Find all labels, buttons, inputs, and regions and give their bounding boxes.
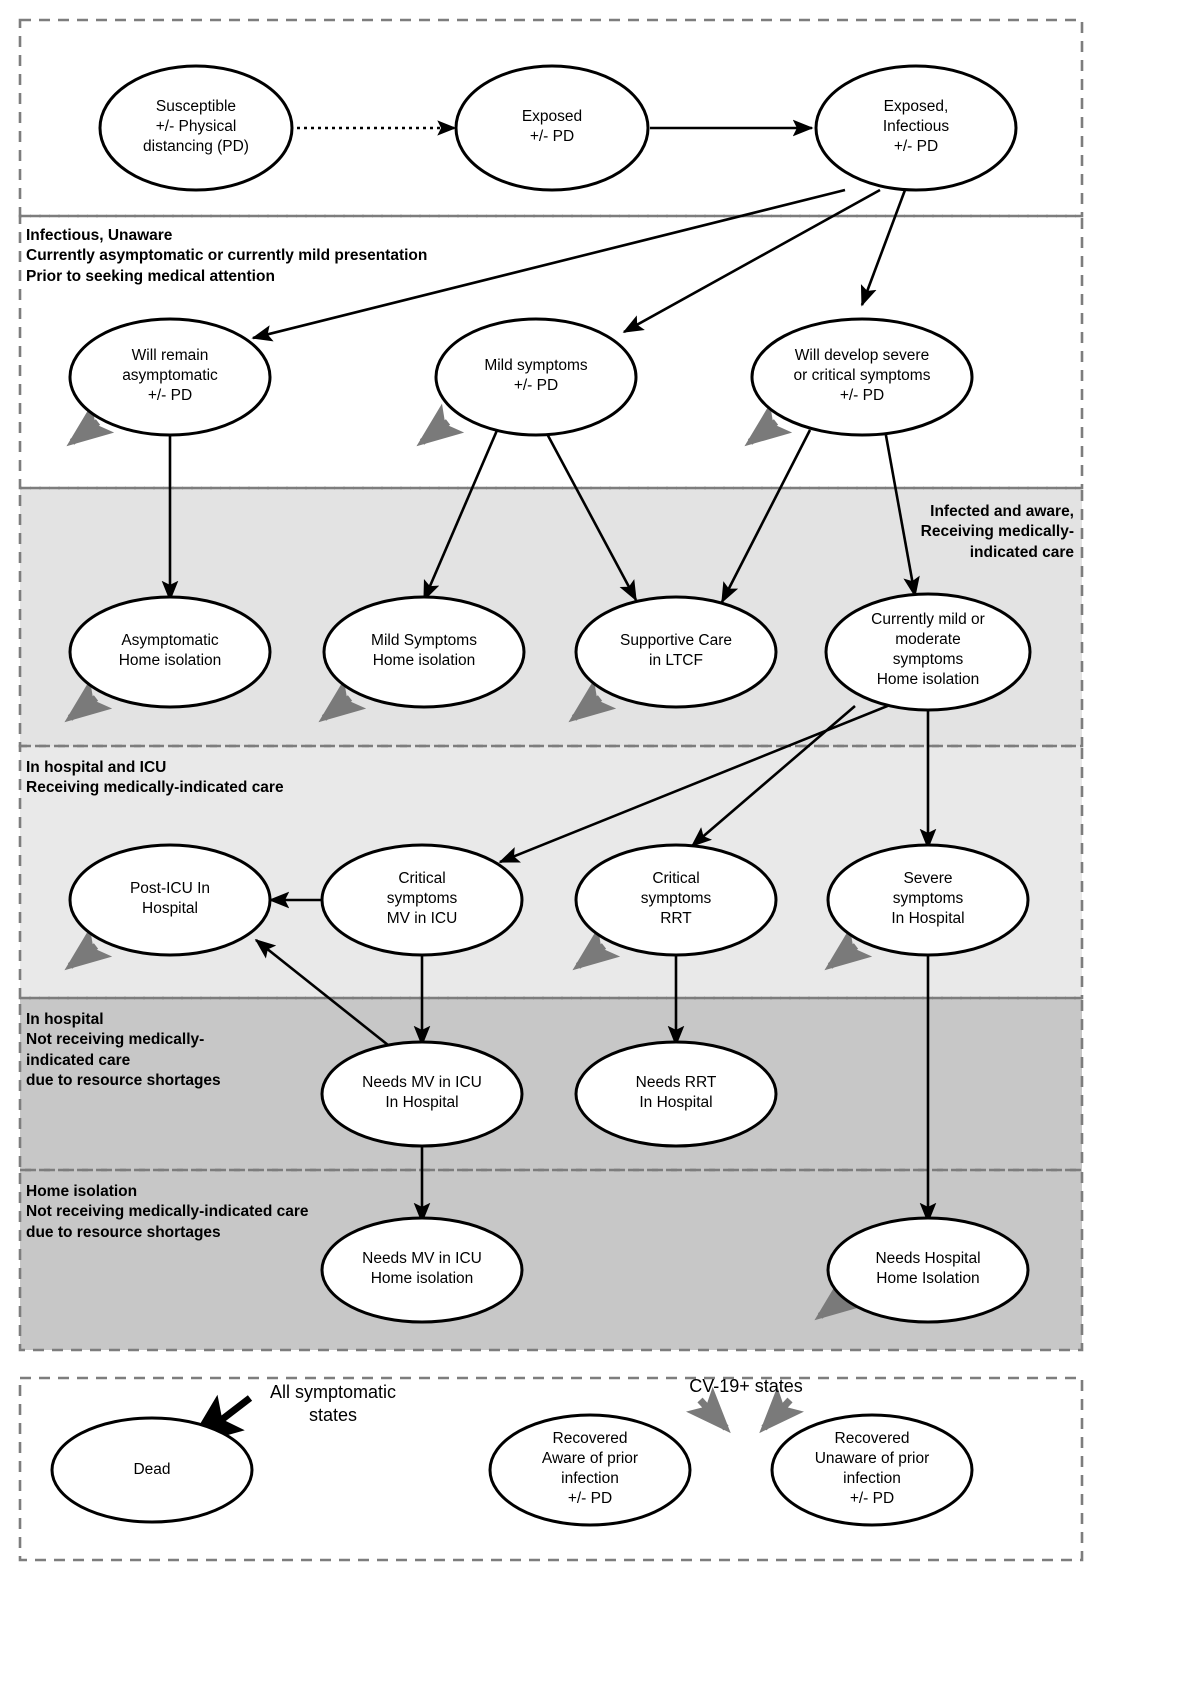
exit-arrow-needshosphome: [814, 1277, 863, 1321]
node-severe-hospital: [826, 843, 1030, 957]
node-mild-home: [322, 595, 526, 709]
exit-arrow-posticu: [64, 927, 113, 971]
node-will-remain-asymptomatic: [68, 317, 272, 437]
exit-arrow-willremain: [66, 403, 115, 447]
node-dead: [50, 1416, 254, 1524]
band-home-no-care-border: [18, 1168, 1084, 1352]
exit-arrow-severehosp: [824, 927, 873, 971]
exit-arrow-asymhome: [64, 679, 113, 723]
edge-needsmvhosp-posticu: [254, 938, 389, 1047]
edge-severe-mildmod: [883, 429, 920, 598]
node-needs-mv-icu-hosp: [320, 1040, 524, 1148]
band-label-infected-aware: Infected and aware, Receiving medically-…: [920, 503, 1074, 561]
node-asymptomatic-home: [68, 595, 272, 709]
exit-arrow-cv19-left: [685, 1386, 731, 1434]
band-hospital-no-care-bg: [20, 998, 1082, 1170]
exit-arrow-mildhome: [318, 679, 367, 723]
band-hospital-no-care-border: [18, 996, 1084, 1172]
edge-mild-mildhome: [422, 427, 500, 602]
edge-infectious-willremain: [251, 188, 846, 342]
annotation-all-symptomatic-states: All symptomatic states: [269, 1382, 397, 1425]
node-critical-mv-icu: [320, 843, 524, 957]
band-borders: [18, 18, 1084, 1562]
edge-severe-ltcf: [720, 429, 812, 604]
node-exposed: [454, 64, 650, 192]
band-label-infectious-unaware: Infectious, Unaware Currently asymptomat…: [26, 227, 428, 285]
exit-arrows: [64, 403, 873, 1434]
node-mild-moderate-home: [824, 592, 1032, 712]
nodes: [50, 64, 1032, 1527]
node-supportive-ltcf: [574, 595, 778, 709]
edge-infectious-severe: [860, 189, 907, 307]
node-critical-rrt: [574, 843, 778, 957]
band-label-hospital-icu: In hospital and ICU Receiving medically-…: [26, 759, 284, 797]
node-recovered-unaware: [770, 1413, 974, 1527]
node-recovered-aware: [488, 1413, 692, 1527]
annotation-cv19-states: CV-19+ states: [689, 1376, 803, 1396]
node-will-develop-severe: [750, 317, 974, 437]
band-infected-aware-border: [18, 486, 1084, 748]
node-post-icu: [68, 843, 272, 957]
band-label-hospital-no-care: In hospital Not receiving medically- ind…: [26, 1011, 221, 1090]
exit-arrow-mild: [416, 403, 465, 447]
node-needs-mv-icu-home: [320, 1216, 524, 1324]
exit-arrow-cv19-right: [759, 1386, 805, 1434]
exit-arrow-severe: [744, 403, 793, 447]
band-infectious-unaware-border: [18, 214, 1084, 490]
node-needs-hospital-home: [826, 1216, 1030, 1324]
edge-infectious-mild: [622, 188, 881, 334]
band-outcomes-border: [18, 1376, 1084, 1562]
node-needs-rrt-hosp: [574, 1040, 778, 1148]
exit-arrow-criticalrrt: [572, 927, 621, 971]
band-susceptible-border: [18, 18, 1084, 218]
edge-mild-ltcf: [543, 429, 638, 602]
node-mild-symptoms: [434, 317, 638, 437]
band-hospital-icu-border: [18, 744, 1084, 1000]
node-susceptible: [98, 64, 294, 192]
exit-arrow-ltcf: [568, 679, 617, 723]
edge-mildmod-criticalrrt: [690, 705, 856, 848]
node-exposed-infectious: [814, 64, 1018, 192]
band-label-home-no-care: Home isolation Not receiving medically-i…: [26, 1183, 309, 1241]
